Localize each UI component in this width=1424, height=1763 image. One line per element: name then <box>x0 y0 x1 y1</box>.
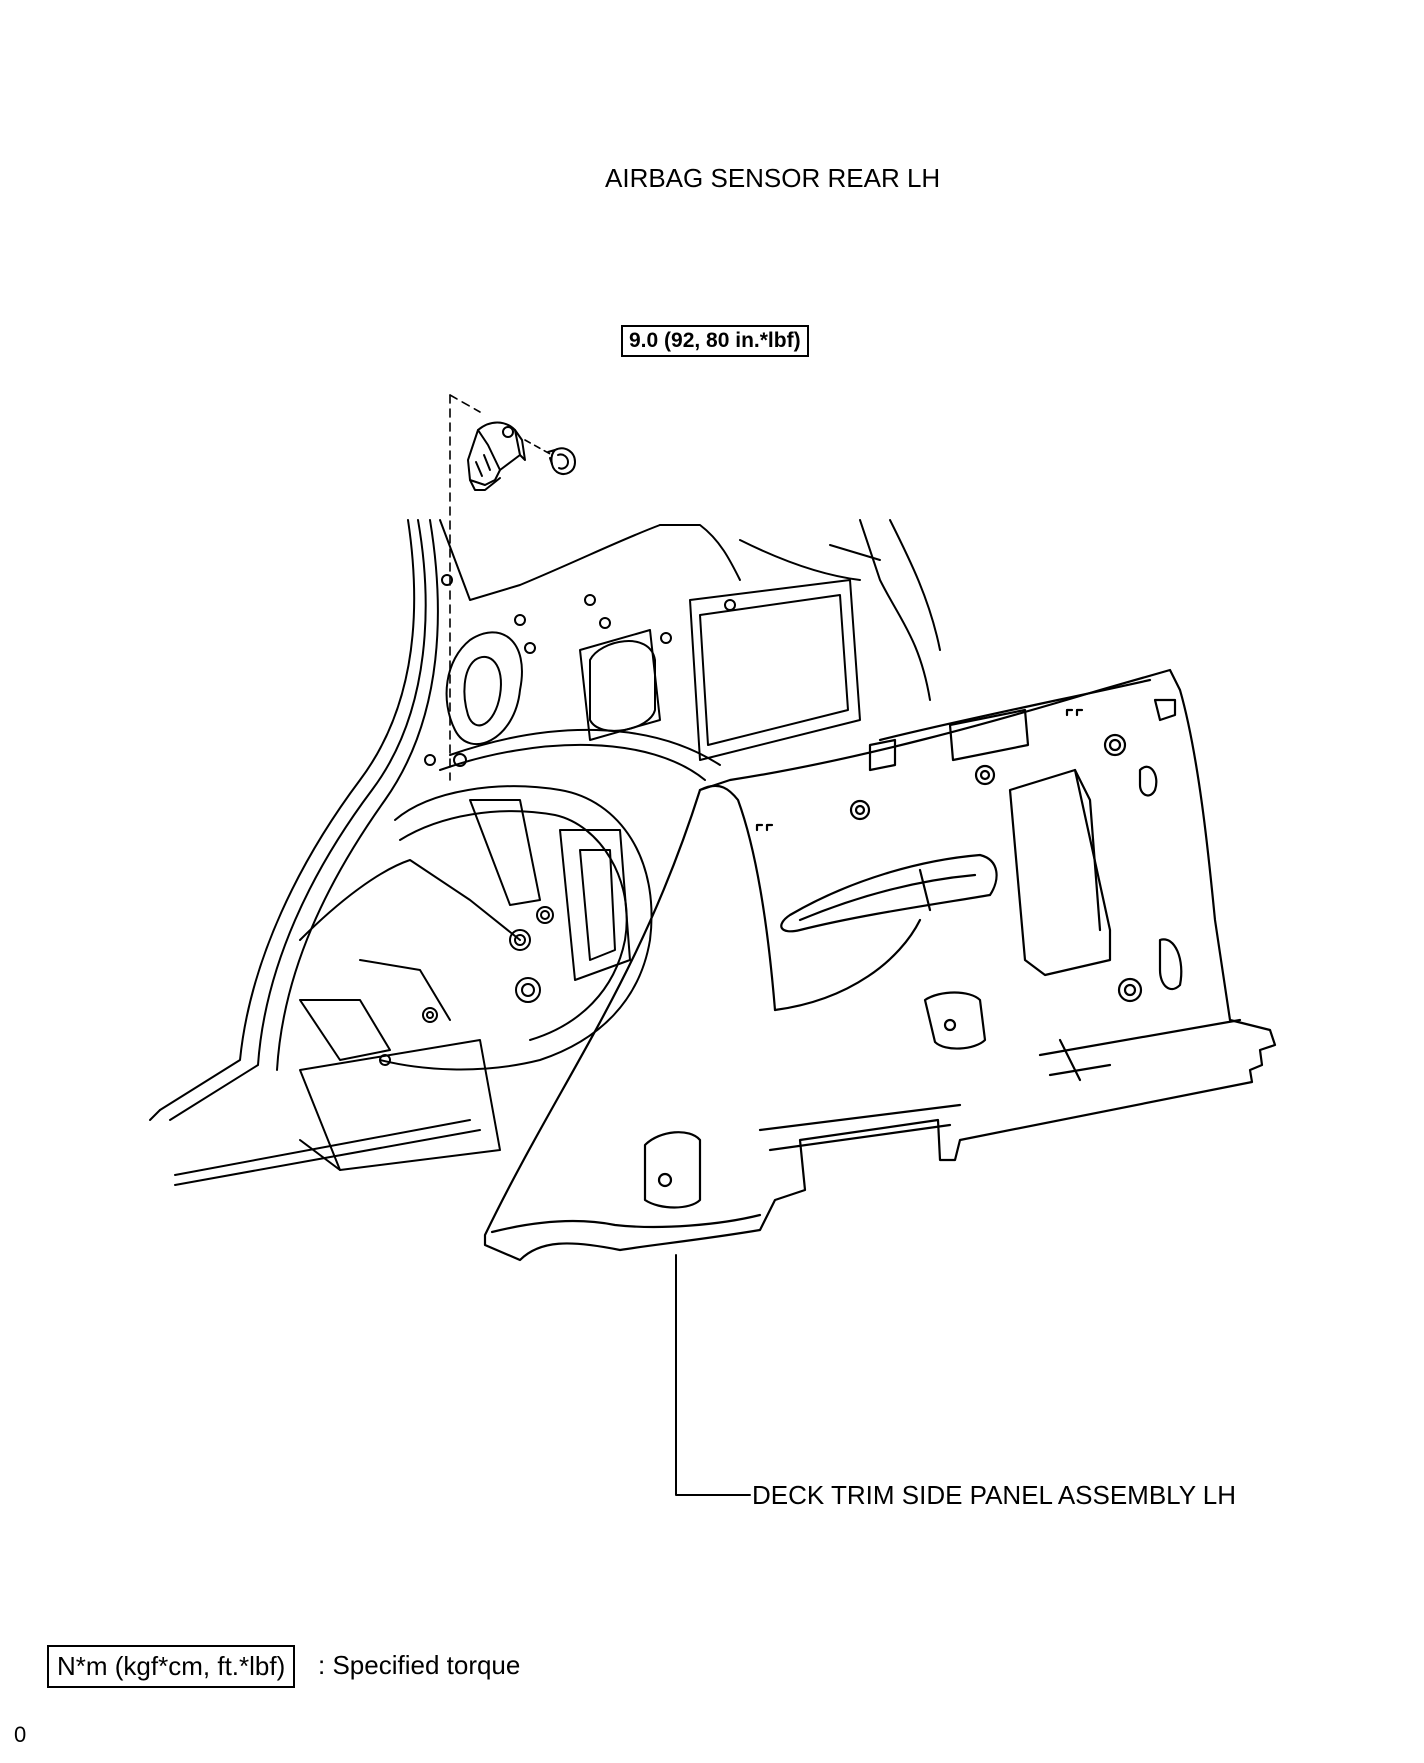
airbag-sensor-icon <box>467 421 526 491</box>
torque-spec-box: 9.0 (92, 80 in.*lbf) <box>621 325 809 357</box>
bolt-icon <box>547 447 576 475</box>
leader-lines <box>449 394 751 1496</box>
footer-mark: 0 <box>14 1722 27 1747</box>
legend-description: : Specified torque <box>318 1650 521 1680</box>
panel-label: DECK TRIM SIDE PANEL ASSEMBLY LH <box>752 1480 1237 1510</box>
deck-trim-panel <box>483 668 1277 1262</box>
body-structure <box>149 519 941 1186</box>
legend-unit-box: N*m (kgf*cm, ft.*lbf) <box>47 1645 296 1688</box>
sensor-label: AIRBAG SENSOR REAR LH <box>605 163 941 193</box>
